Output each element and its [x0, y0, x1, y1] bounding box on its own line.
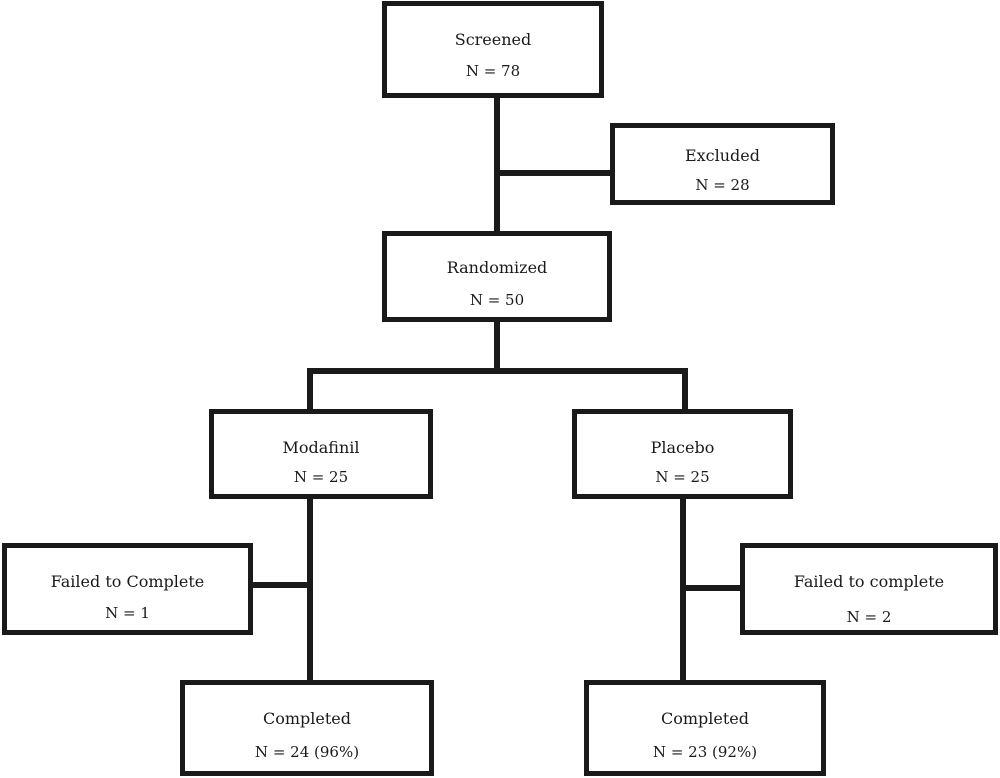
- failed-placebo-count: N = 2: [846, 608, 892, 626]
- modafinil-count: N = 25: [293, 468, 349, 486]
- modafinil-box: Modafinil N = 25: [209, 409, 433, 499]
- completed-placebo-box: Completed N = 23 (92%): [584, 680, 826, 776]
- screened-count: N = 78: [465, 62, 521, 80]
- failed-placebo-box: Failed to complete N = 2: [740, 543, 998, 635]
- connector-to-placebo: [682, 368, 688, 411]
- connector-modafinil-completed: [307, 497, 313, 682]
- completed-modafinil-title: Completed: [262, 709, 351, 728]
- connector-arm-split: [307, 368, 688, 374]
- placebo-count: N = 25: [655, 468, 710, 486]
- failed-modafinil-title: Failed to Complete: [50, 572, 205, 591]
- modafinil-title: Modafinil: [282, 438, 360, 457]
- randomized-title: Randomized: [446, 258, 548, 277]
- screened-box: Screened N = 78: [382, 1, 604, 98]
- completed-modafinil-box: Completed N = 24 (96%): [180, 680, 434, 776]
- connector-to-failed-placebo: [680, 585, 742, 591]
- completed-modafinil-count: N = 24 (96%): [254, 743, 360, 761]
- failed-placebo-title: Failed to complete: [793, 572, 945, 591]
- failed-modafinil-count: N = 1: [105, 604, 150, 622]
- placebo-box: Placebo N = 25: [572, 409, 793, 499]
- completed-placebo-count: N = 23 (92%): [652, 743, 758, 761]
- screened-title: Screened: [454, 30, 532, 49]
- connector-to-modafinil: [307, 368, 313, 411]
- connector-screened-randomized: [494, 96, 500, 233]
- randomized-count: N = 50: [469, 291, 525, 309]
- excluded-count: N = 28: [695, 176, 750, 194]
- failed-modafinil-box: Failed to Complete N = 1: [2, 543, 253, 635]
- completed-placebo-title: Completed: [660, 709, 749, 728]
- connector-randomized-down: [494, 320, 500, 372]
- excluded-box: Excluded N = 28: [610, 123, 835, 205]
- connector-to-excluded: [494, 170, 612, 176]
- randomized-box: Randomized N = 50: [382, 231, 612, 322]
- placebo-title: Placebo: [650, 438, 715, 457]
- excluded-title: Excluded: [684, 146, 761, 165]
- connector-to-failed-modafinil: [250, 582, 313, 588]
